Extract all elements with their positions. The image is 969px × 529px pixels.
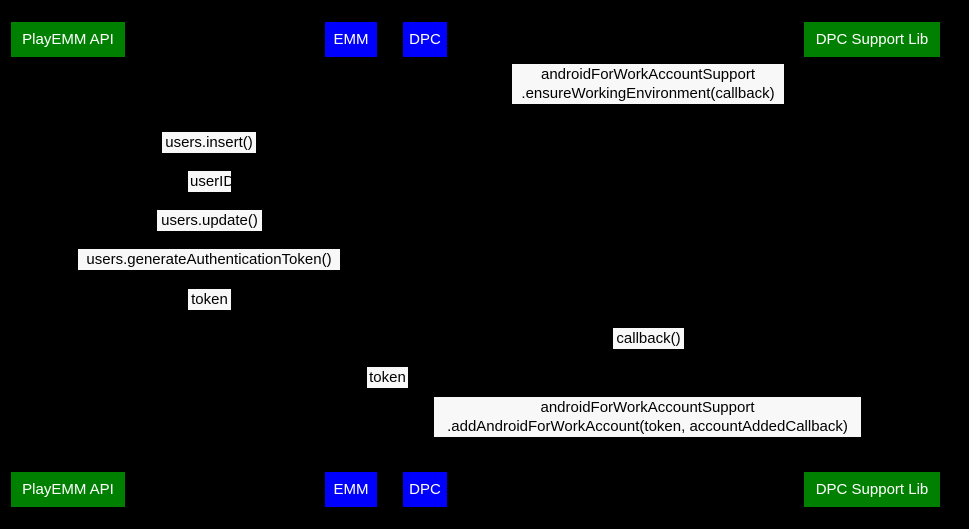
participant-label: EMM bbox=[333, 481, 369, 498]
participant-bottom-emm[interactable]: EMM bbox=[325, 472, 377, 507]
participant-top-emm[interactable]: EMM bbox=[325, 22, 377, 57]
message-label-users-insert: users.insert() bbox=[162, 132, 256, 153]
message-text-line: androidForWorkAccountSupport bbox=[540, 399, 755, 416]
message-text-line: token bbox=[191, 291, 228, 308]
message-label-users-update: users.update() bbox=[157, 210, 262, 231]
message-label-callback: callback() bbox=[613, 328, 684, 349]
participant-top-dpc-support-lib[interactable]: DPC Support Lib bbox=[804, 22, 940, 57]
message-text-line: users.insert() bbox=[165, 134, 253, 151]
message-text-line: users.generateAuthenticationToken() bbox=[86, 251, 332, 268]
participant-label: EMM bbox=[333, 31, 369, 48]
participant-label: PlayEMM API bbox=[22, 481, 114, 498]
participant-top-playemm-api[interactable]: PlayEMM API bbox=[11, 22, 125, 57]
message-label-token-to-emm: token bbox=[188, 289, 231, 310]
participant-bottom-dpc-support-lib[interactable]: DPC Support Lib bbox=[804, 472, 940, 507]
message-text-line: .addAndroidForWorkAccount(token, account… bbox=[447, 418, 848, 435]
message-text-line: callback() bbox=[616, 330, 681, 347]
message-text-line: .ensureWorkingEnvironment(callback) bbox=[521, 85, 775, 102]
participant-label: DPC bbox=[409, 481, 441, 498]
message-label-user-id: userID bbox=[188, 171, 235, 192]
participant-label: DPC Support Lib bbox=[815, 31, 929, 48]
message-text-line: androidForWorkAccountSupport bbox=[541, 66, 755, 83]
participant-bottom-playemm-api[interactable]: PlayEMM API bbox=[11, 472, 125, 507]
message-label-token-to-dpc: token bbox=[367, 367, 408, 388]
participant-bottom-dpc[interactable]: DPC bbox=[403, 472, 447, 507]
message-label-users-generate-authentication-token: users.generateAuthenticationToken() bbox=[78, 249, 340, 270]
message-text-line: userID bbox=[190, 173, 235, 190]
participant-top-dpc[interactable]: DPC bbox=[403, 22, 447, 57]
participant-label: DPC bbox=[409, 31, 441, 48]
message-label-ensure-working-environment: androidForWorkAccountSupport .ensureWorki… bbox=[512, 64, 784, 104]
message-label-add-android-for-work-account: androidForWorkAccountSupport .addAndroidF… bbox=[434, 397, 861, 437]
message-text-line: users.update() bbox=[161, 212, 258, 229]
message-text-line: token bbox=[369, 369, 406, 386]
participant-label: PlayEMM API bbox=[22, 31, 114, 48]
participant-label: DPC Support Lib bbox=[815, 481, 929, 498]
